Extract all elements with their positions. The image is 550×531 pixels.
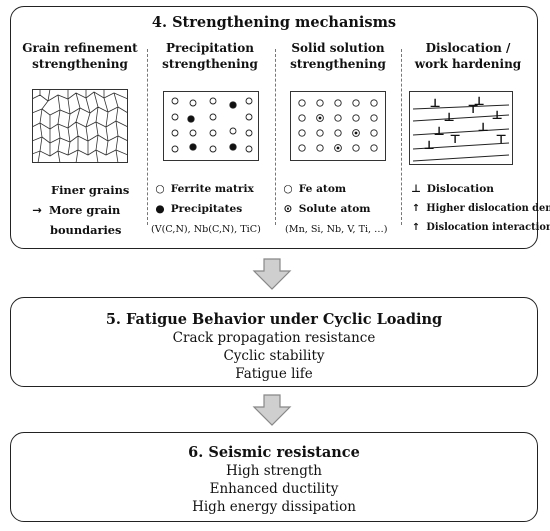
column-separator-1 [147, 49, 148, 225]
svg-text:⊤: ⊤ [467, 102, 479, 116]
disloc-legend-2: ↑ Higher dislocation density [409, 203, 550, 214]
ferrite-circle-icon: ○ [155, 183, 165, 195]
fatigue-behavior-box: 5. Fatigue Behavior under Cyclic Loading… [10, 297, 538, 387]
column-separator-3 [401, 49, 402, 225]
precipitation-illustration [163, 91, 259, 161]
box6-title: 6. Seismic resistance [188, 444, 360, 461]
solid-legend-2: ⊙ Solute atom [281, 203, 371, 215]
box5-line-3: Fatigue life [235, 366, 313, 382]
precip-legend-2: ● Precipitates [153, 203, 242, 215]
dislocation-symbol-icon: ⊥ [411, 183, 421, 195]
solute-atom-icon: ⊙ [283, 203, 293, 215]
dislocation-illustration: ⊥⊥ ⊥⊤⊥ ⊥⊥ ⊥⊤⊤ [409, 91, 513, 165]
solid-note: (Mn, Si, Nb, V, Ti, …) [285, 224, 388, 235]
grain-structure-illustration [32, 89, 128, 163]
column-separator-2 [275, 49, 276, 225]
precip-heading-2: strengthening [162, 57, 258, 71]
precip-legend-1: ○ Ferrite matrix [153, 183, 253, 195]
svg-text:⊤: ⊤ [495, 132, 507, 146]
svg-text:⊤: ⊤ [449, 132, 461, 146]
solid-legend-1: ○ Fe atom [281, 183, 346, 195]
svg-text:⊥: ⊥ [491, 108, 503, 122]
solid-heading-1: Solid solution [291, 41, 385, 55]
fe-atom-circle-icon: ○ [283, 183, 293, 195]
grain-caption-3: boundaries [50, 223, 122, 237]
precipitate-dot-icon: ● [155, 203, 165, 215]
svg-text:⊥: ⊥ [473, 94, 485, 108]
grain-caption-1: Finer grains [51, 183, 130, 197]
down-arrow-icon [252, 258, 292, 290]
grain-heading-2: strengthening [32, 57, 128, 71]
grain-caption-2: → More grain [29, 203, 120, 217]
box6-line-1: High strength [226, 463, 322, 479]
seismic-resistance-box: 6. Seismic resistance High strength Enha… [10, 432, 538, 522]
disloc-heading-1: Dislocation / [425, 41, 511, 55]
down-arrow-icon [252, 394, 292, 426]
right-arrow-icon: → [32, 203, 42, 217]
strengthening-mechanisms-box: 4. Strengthening mechanisms Grain refine… [10, 6, 550, 249]
box6-line-2: Enhanced ductility [209, 481, 339, 497]
solid-heading-2: strengthening [290, 57, 386, 71]
box6-line-3: High energy dissipation [192, 499, 356, 515]
box5-title: 5. Fatigue Behavior under Cyclic Loading [105, 311, 443, 328]
svg-text:⊥: ⊥ [423, 138, 435, 152]
disloc-legend-3: ↑ Dislocation interactions [409, 222, 550, 233]
disloc-legend-1: ⊥ Dislocation [409, 183, 494, 195]
grain-heading-1: Grain refinement [22, 41, 138, 55]
precip-note: (V(C,N), Nb(C,N), TiC) [151, 224, 261, 235]
svg-text:⊥: ⊥ [443, 110, 455, 124]
precip-heading-1: Precipitation [166, 41, 254, 55]
solid-solution-illustration [290, 91, 386, 161]
box4-title: 4. Strengthening mechanisms [151, 14, 397, 31]
box5-line-1: Crack propagation resistance [172, 330, 376, 346]
box5-line-2: Cyclic stability [223, 348, 325, 364]
svg-text:⊥: ⊥ [429, 96, 441, 110]
up-arrow-icon: ↑ [411, 222, 421, 233]
up-arrow-icon: ↑ [411, 203, 421, 214]
svg-text:⊥: ⊥ [477, 120, 489, 134]
svg-text:⊥: ⊥ [433, 124, 445, 138]
disloc-heading-2: work hardening [414, 57, 522, 71]
